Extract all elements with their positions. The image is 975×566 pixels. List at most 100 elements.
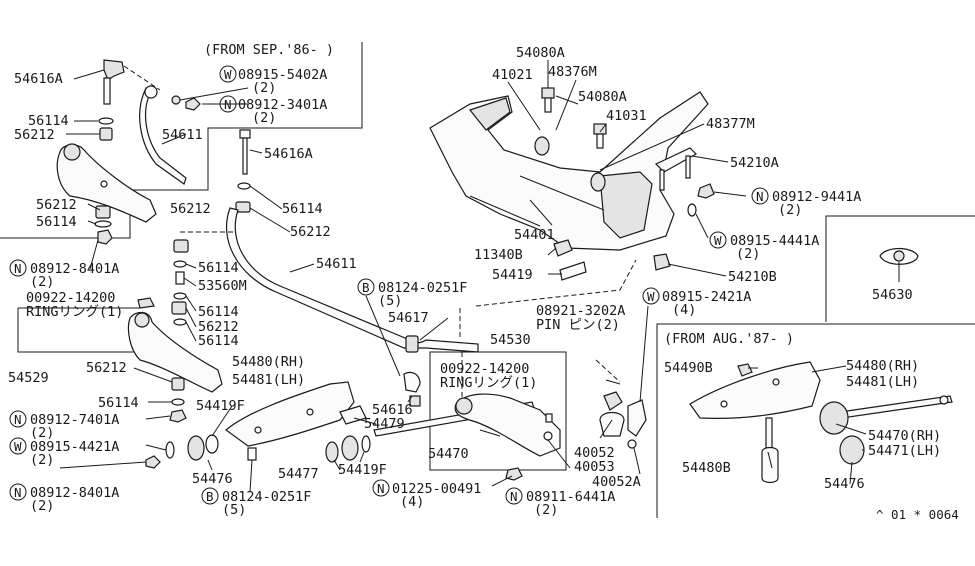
label-54616A-top: 54616A <box>14 71 63 87</box>
washer-56114-left-stack-c <box>173 318 187 326</box>
label-08921-3202A: 08921-3202A <box>536 303 625 319</box>
label-08124-0251F-a-qty: (5) <box>378 293 402 309</box>
label-08124-0251F-b-qty: (5) <box>222 502 246 518</box>
bolt-11340B <box>553 239 573 257</box>
label-08912-9441A-qty: (2) <box>778 202 802 218</box>
label-54470-a: 54470 <box>428 446 469 462</box>
label-54616: 54616 <box>372 402 413 418</box>
label-40052: 40052 <box>574 445 615 461</box>
label-56212-c: 56212 <box>290 224 331 240</box>
nut-08912-8401A-tl <box>97 229 113 245</box>
label-56114-f: 56114 <box>198 333 239 349</box>
label-08911-6441A: 08911-6441A <box>526 489 615 505</box>
label-54080A-b: 54080A <box>578 89 627 105</box>
bushing-54477 <box>325 435 359 463</box>
label-56114-e: 56114 <box>198 304 239 320</box>
label-08912-8401A-a-qty: (2) <box>30 274 54 290</box>
label-48377M: 48377M <box>706 116 755 132</box>
label-54419F-b: 54419F <box>338 462 387 478</box>
label-54419: 54419 <box>492 267 533 283</box>
bushing-56212-left-stack <box>173 239 189 253</box>
label-08912-3401A: 08912-3401A <box>238 97 327 113</box>
inset-box-from-aug87 <box>656 323 975 518</box>
washer-56114-tl <box>94 220 112 228</box>
b-mark: B <box>206 489 214 504</box>
label-08915-4421A-qty: (2) <box>30 452 54 468</box>
bushing-54476-aug87 <box>839 435 865 465</box>
gasket-54630 <box>879 247 919 265</box>
w-mark: W <box>224 67 232 82</box>
label-56114-b: 56114 <box>36 214 77 230</box>
bracket-54210A <box>654 147 697 191</box>
label-53560M: 53560M <box>198 278 247 294</box>
label-56114-g: 56114 <box>98 395 139 411</box>
bolt-41031 <box>593 123 607 149</box>
leader-lines <box>59 60 900 493</box>
part-labels: (FROM SEP.'86- ) 54616A 08915-5402A (2) … <box>8 42 959 522</box>
ball-joint-40052A <box>627 399 647 449</box>
label-08915-2421A-qty: (4) <box>672 302 696 318</box>
label-pin: PIN ピン(2) <box>536 317 620 333</box>
n-mark: N <box>14 412 22 427</box>
label-01225-00491: 01225-00491 <box>392 481 481 497</box>
label-ring-a: RINGリング(1) <box>26 304 123 320</box>
label-54530: 54530 <box>490 332 531 348</box>
w-mark: W <box>647 289 655 304</box>
label-08124-0251F-b: 08124-0251F <box>222 489 311 505</box>
label-08912-3401A-qty: (2) <box>252 110 276 126</box>
label-54080A: 54080A <box>516 45 565 61</box>
label-00922-14200-a: 00922-14200 <box>26 290 115 306</box>
bolt-54480B <box>761 417 779 484</box>
label-56212-e: 56212 <box>198 319 239 335</box>
label-08912-7401A: 08912-7401A <box>30 412 119 428</box>
label-54611-a: 54611 <box>162 127 203 143</box>
label-40052A: 40052A <box>592 474 641 490</box>
n-mark: N <box>224 97 232 112</box>
crossmember-54401 <box>429 91 709 251</box>
washer-54419F-b <box>361 435 371 453</box>
label-54476-a: 54476 <box>192 471 233 487</box>
bracket-box-54530 <box>429 351 567 471</box>
label-54481LH-b: 54481(LH) <box>846 374 919 390</box>
label-from-sep86: (FROM SEP.'86- ) <box>204 42 334 58</box>
label-08915-5402A: 08915-5402A <box>238 67 327 83</box>
label-56114-c: 56114 <box>282 201 323 217</box>
n-mark: N <box>756 189 764 204</box>
washer-08915-4421A <box>165 441 175 459</box>
ball-joint-40052 <box>599 391 625 437</box>
label-56212-a: 56212 <box>14 127 55 143</box>
inset-box-54630 <box>825 215 975 322</box>
label-54476-b: 54476 <box>824 476 865 492</box>
nut-08912-8401A-lower <box>145 455 161 469</box>
label-08912-9441A: 08912-9441A <box>772 189 861 205</box>
label-54470RH: 54470(RH) <box>868 428 941 444</box>
label-08911-6441A-qty: (2) <box>534 502 558 518</box>
label-56114-d: 56114 <box>198 260 239 276</box>
bushing-54476-a <box>187 434 219 461</box>
label-56114-a: 56114 <box>28 113 69 129</box>
label-54480RH-b: 54480(RH) <box>846 358 919 374</box>
label-56212-g: 56212 <box>86 360 127 376</box>
w-mark: W <box>14 439 22 454</box>
label-ring-b: RINGリング(1) <box>440 375 537 391</box>
label-08915-4421A: 08915-4421A <box>30 439 119 455</box>
prefix-marks: W N N B N W N B N N W N W <box>9 65 769 505</box>
lower-arm-54529 <box>127 297 223 393</box>
label-56212-d: 56212 <box>170 201 211 217</box>
washer-56114-lower <box>171 398 185 406</box>
n-mark: N <box>377 481 385 496</box>
washer-56114-mid <box>237 182 251 190</box>
washer-56114-left-stack-a <box>173 260 187 268</box>
label-54611-b: 54611 <box>316 256 357 272</box>
label-08912-8401A-a: 08912-8401A <box>30 261 119 277</box>
nut-54490B <box>737 363 753 377</box>
label-08912-8401A-b-qty: (2) <box>30 498 54 514</box>
label-08912-8401A-b: 08912-8401A <box>30 485 119 501</box>
bushing-56212-a <box>99 127 113 141</box>
label-08915-2421A: 08915-2421A <box>662 289 751 305</box>
label-54477: 54477 <box>278 466 319 482</box>
label-08912-7401A-qty: (2) <box>30 425 54 441</box>
bolt-54616A-mid <box>239 129 251 175</box>
label-54630: 54630 <box>872 287 913 303</box>
lower-arm-center <box>454 393 561 457</box>
